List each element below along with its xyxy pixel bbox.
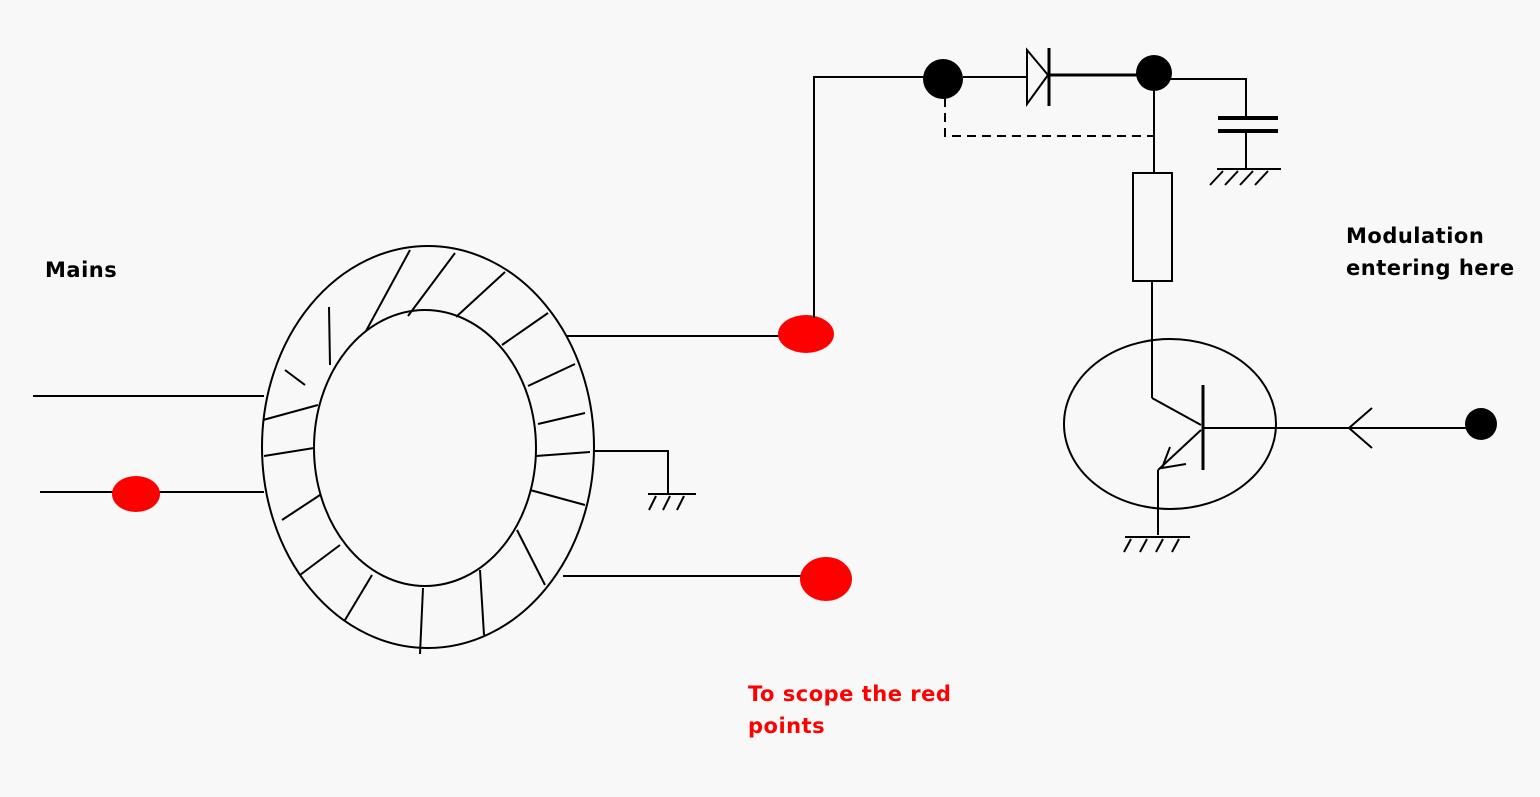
capacitor-feed-wire [1170, 78, 1247, 117]
capacitor [1218, 116, 1278, 133]
red-point-mains [112, 476, 160, 512]
modulation-input-node [1465, 408, 1497, 440]
mains-wires [33, 395, 264, 493]
scope-label-line1: To scope the red [748, 682, 952, 706]
dashed-bypass-link [944, 98, 1154, 137]
toroid-outer-ring [261, 245, 595, 649]
resistor [1132, 172, 1173, 282]
transistor-emitter-lead [1157, 429, 1202, 471]
upper-feed-wire [813, 76, 925, 318]
modulation-label-line2: entering here [1346, 256, 1515, 280]
center-tap-wire [595, 450, 669, 493]
npn-transistor [1063, 338, 1277, 535]
scope-label-line2: points [748, 714, 826, 738]
toroid-windings [262, 249, 591, 655]
modulation-label: Modulation entering here [1346, 220, 1515, 284]
toroidal-transformer [261, 245, 595, 655]
toroid-inner-ring [313, 309, 537, 587]
transistor-envelope [1063, 338, 1277, 510]
modulation-label-line1: Modulation [1346, 224, 1485, 248]
scope-label: To scope the red points [748, 678, 951, 742]
ground-symbol-transformer [648, 493, 696, 511]
input-arrow-icon [1347, 407, 1373, 449]
junction-node-right [1136, 55, 1172, 91]
ground-symbol-capacitor [1209, 168, 1281, 186]
red-point-upper [778, 315, 834, 353]
transistor-collector-lead [1151, 397, 1202, 426]
mains-label: Mains [45, 258, 118, 282]
ground-symbol-transistor [1123, 536, 1190, 553]
junction-node-left [923, 59, 963, 99]
red-point-lower [800, 557, 852, 601]
emitter-arrow-icon [1160, 446, 1187, 470]
diode [1026, 47, 1051, 108]
